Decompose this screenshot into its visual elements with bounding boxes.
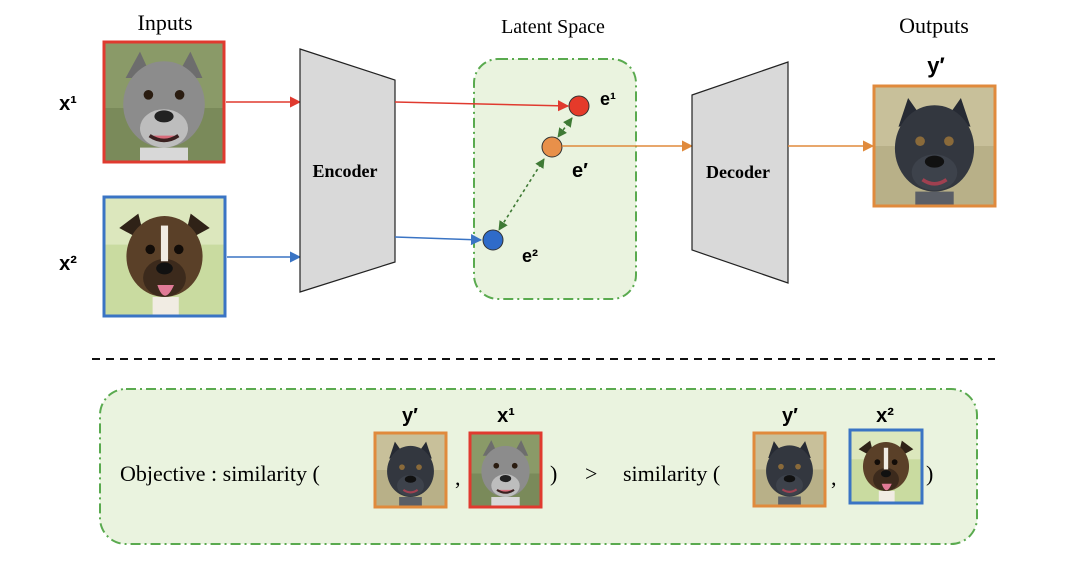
x2-image — [102, 195, 227, 318]
objective-greater-than: > — [585, 461, 597, 486]
encoder-label: Encoder — [313, 161, 378, 181]
inputs-title: Inputs — [138, 10, 193, 35]
e1-label: e¹ — [600, 89, 616, 109]
e1-point — [568, 95, 590, 117]
objective-close-2: ) — [926, 461, 933, 486]
objective-x2-image — [848, 428, 924, 505]
eprime-label: e′ — [572, 160, 588, 182]
objective-x1-image — [468, 431, 543, 509]
outputs-title: Outputs — [899, 13, 969, 38]
objective-x1-label: x¹ — [497, 405, 515, 427]
e1-eprime-interp-arrow — [557, 117, 573, 138]
x1-image — [102, 40, 226, 164]
y-label: y′ — [927, 53, 945, 78]
e2-label: e² — [522, 246, 538, 266]
objective-x2-label: x² — [876, 405, 894, 427]
objective-similarity-2: similarity ( — [623, 461, 720, 486]
objective-y-label-2: y′ — [782, 405, 798, 427]
objective-comma-1: , — [455, 465, 461, 490]
objective-prefix: Objective : similarity ( — [120, 461, 320, 486]
latent-space-box — [473, 58, 637, 300]
objective-y-label-1: y′ — [402, 405, 418, 427]
objective-y-image-2 — [752, 431, 827, 508]
y-output-image — [872, 84, 997, 208]
objective-y-image-1 — [373, 431, 448, 509]
encoder-to-e2-arrow — [394, 234, 483, 246]
objective-comma-2: , — [831, 465, 837, 490]
objective-close-1: ) — [550, 461, 557, 486]
e2-point — [482, 229, 504, 251]
encoder-to-e1-arrow — [394, 100, 570, 112]
decoder-block — [691, 61, 789, 284]
x1-label: x¹ — [59, 93, 77, 115]
latent-space-title: Latent Space — [501, 16, 605, 38]
encoder-block — [299, 48, 396, 293]
decoder-label: Decoder — [706, 162, 770, 182]
eprime-e2-interp-arrow — [498, 158, 545, 231]
eprime-point — [541, 136, 563, 158]
x2-label: x² — [59, 253, 77, 275]
